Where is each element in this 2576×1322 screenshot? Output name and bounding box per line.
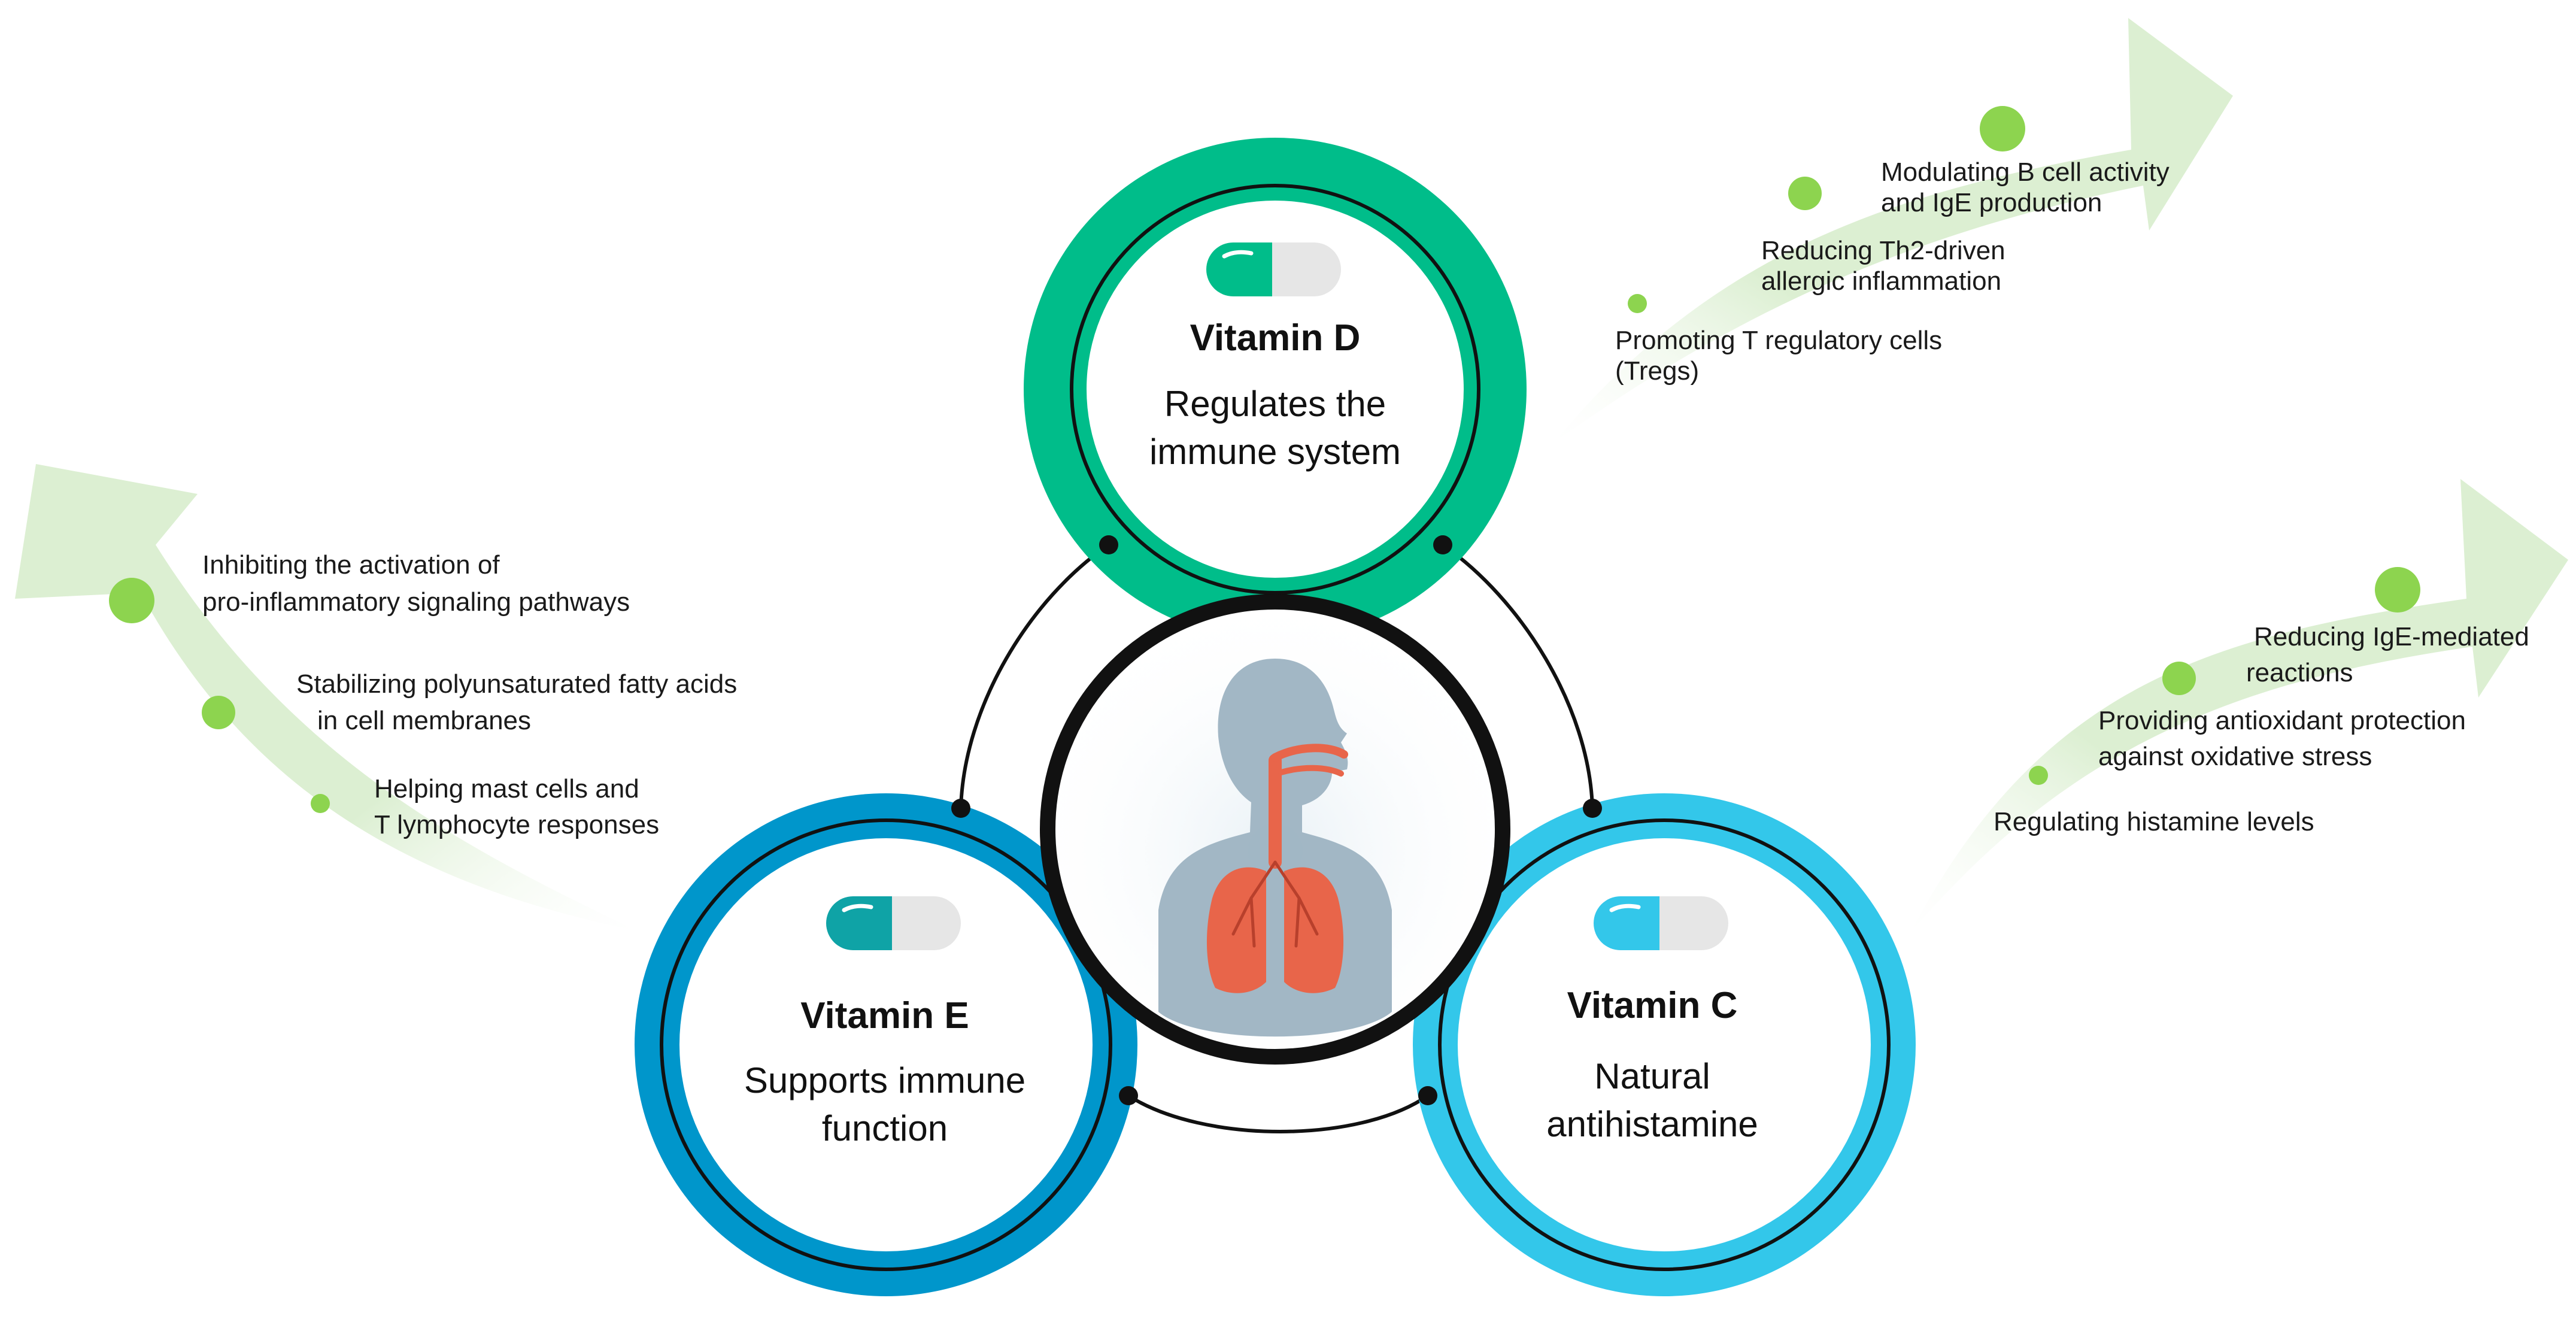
vitamin-d-title: Vitamin D <box>1190 317 1361 359</box>
benefit-dots-vitamin-d <box>1628 106 2025 313</box>
human-respiratory-icon <box>1158 659 1392 1037</box>
benefit-text: T lymphocyte responses <box>374 810 659 839</box>
center-ring <box>1040 594 1510 1065</box>
benefit-text: Regulating histamine levels <box>1994 807 2314 836</box>
vitamin-e-benefits: Inhibiting the activation of pro-inflamm… <box>202 550 737 839</box>
vitamin-d-description-line2: immune system <box>1149 432 1401 472</box>
benefit-text: Helping mast cells and <box>374 774 639 803</box>
benefit-text: against oxidative stress <box>2098 742 2372 771</box>
vitamin-e-circle <box>635 793 1138 1296</box>
vitamin-e-description-line1: Supports immune <box>744 1060 1025 1100</box>
arrow-vitamin-c <box>1910 479 2568 934</box>
benefit-dot <box>1788 177 1822 210</box>
benefit-text: Inhibiting the activation of <box>202 550 500 580</box>
benefit-dots-vitamin-c <box>2029 567 2420 785</box>
vitamin-e-title: Vitamin E <box>800 995 969 1036</box>
benefit-text: Stabilizing polyunsaturated fatty acids <box>296 669 737 699</box>
capsule-icon <box>826 896 961 950</box>
arrow-vitamin-d <box>1554 18 2233 443</box>
vitamin-d-benefits: Modulating B cell activity and IgE produ… <box>1615 157 2170 386</box>
connector-lines <box>959 543 1594 1133</box>
benefit-text: and IgE production <box>1881 188 2102 217</box>
vitamin-c-title: Vitamin C <box>1567 985 1738 1026</box>
benefit-text: allergic inflammation <box>1761 266 2001 296</box>
benefit-dot <box>1980 106 2025 151</box>
benefit-text: reactions <box>2246 658 2353 687</box>
benefit-text: Reducing Th2-driven <box>1761 236 2005 265</box>
benefit-dot <box>1628 294 1647 313</box>
benefit-dot <box>2029 766 2048 785</box>
benefit-dot <box>202 696 235 729</box>
benefit-dot <box>2162 662 2196 695</box>
benefit-text: pro-inflammatory signaling pathways <box>202 587 630 617</box>
vitamin-c-description-line1: Natural <box>1594 1056 1710 1096</box>
vitamin-d-circle <box>1024 138 1527 641</box>
benefit-dot <box>109 578 154 623</box>
vitamin-c-benefits: Reducing IgE-mediated reactions Providin… <box>1994 622 2529 836</box>
benefit-text: Reducing IgE-mediated <box>2254 622 2529 651</box>
benefit-text: (Tregs) <box>1615 356 1699 386</box>
capsule-icon <box>1594 896 1728 950</box>
vitamin-e-description-line2: function <box>822 1108 948 1148</box>
vitamin-c-description-line2: antihistamine <box>1546 1104 1758 1144</box>
benefit-text: Modulating B cell activity <box>1881 157 2170 187</box>
capsule-icon <box>1206 242 1341 296</box>
benefit-text: in cell membranes <box>317 706 531 735</box>
benefit-dots-vitamin-e <box>109 578 330 813</box>
benefit-text: Promoting T regulatory cells <box>1615 326 1942 355</box>
benefit-dot <box>311 794 330 813</box>
arrow-vitamin-e <box>15 464 638 931</box>
vitamin-c-circle <box>1413 793 1916 1296</box>
benefit-dot <box>2375 567 2420 613</box>
vitamin-d-description-line1: Regulates the <box>1164 384 1386 424</box>
benefit-text: Providing antioxidant protection <box>2098 706 2466 735</box>
